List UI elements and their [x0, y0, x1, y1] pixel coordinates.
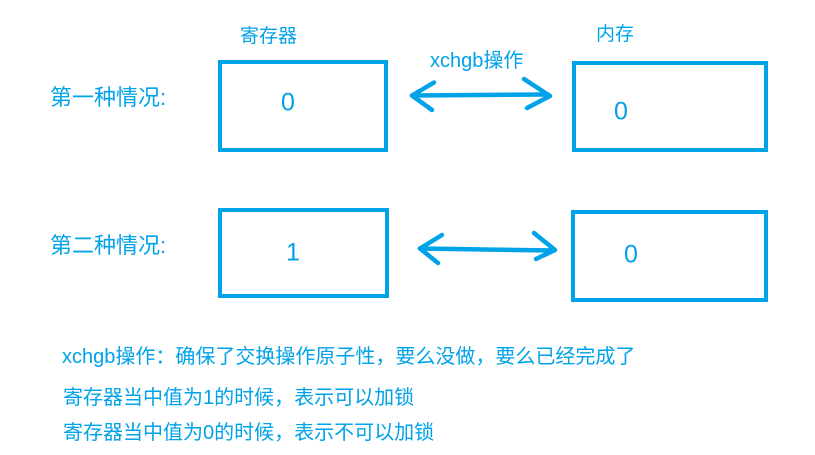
memory-column-header: 内存	[596, 24, 635, 45]
note-xchgb-atomicity: xchgb操作：确保了交换操作原子性，要么没做，要么已经完成了	[62, 346, 636, 368]
note-value0-nolock: 寄存器当中值为0的时候，表示不可以加锁	[63, 422, 435, 444]
register-value-case1: 0	[281, 88, 295, 117]
case2-label: 第二种情况:	[50, 233, 167, 258]
register-box-case1: 0	[218, 60, 388, 152]
operation-label: xchgb操作	[430, 50, 524, 72]
memory-value-case2: 0	[624, 240, 638, 269]
register-column-header: 寄存器	[240, 26, 298, 47]
memory-box-case2: 0	[571, 210, 768, 302]
memory-value-case1: 0	[614, 97, 628, 126]
register-value-case2: 1	[286, 238, 300, 267]
memory-box-case1: 0	[572, 61, 768, 152]
note-value1-lock: 寄存器当中值为1的时候，表示可以加锁	[63, 387, 415, 409]
exchange-double-arrow-icon	[409, 76, 553, 113]
exchange-double-arrow-icon	[417, 230, 558, 266]
case1-label: 第一种情况:	[50, 85, 167, 110]
register-box-case2: 1	[218, 208, 389, 298]
